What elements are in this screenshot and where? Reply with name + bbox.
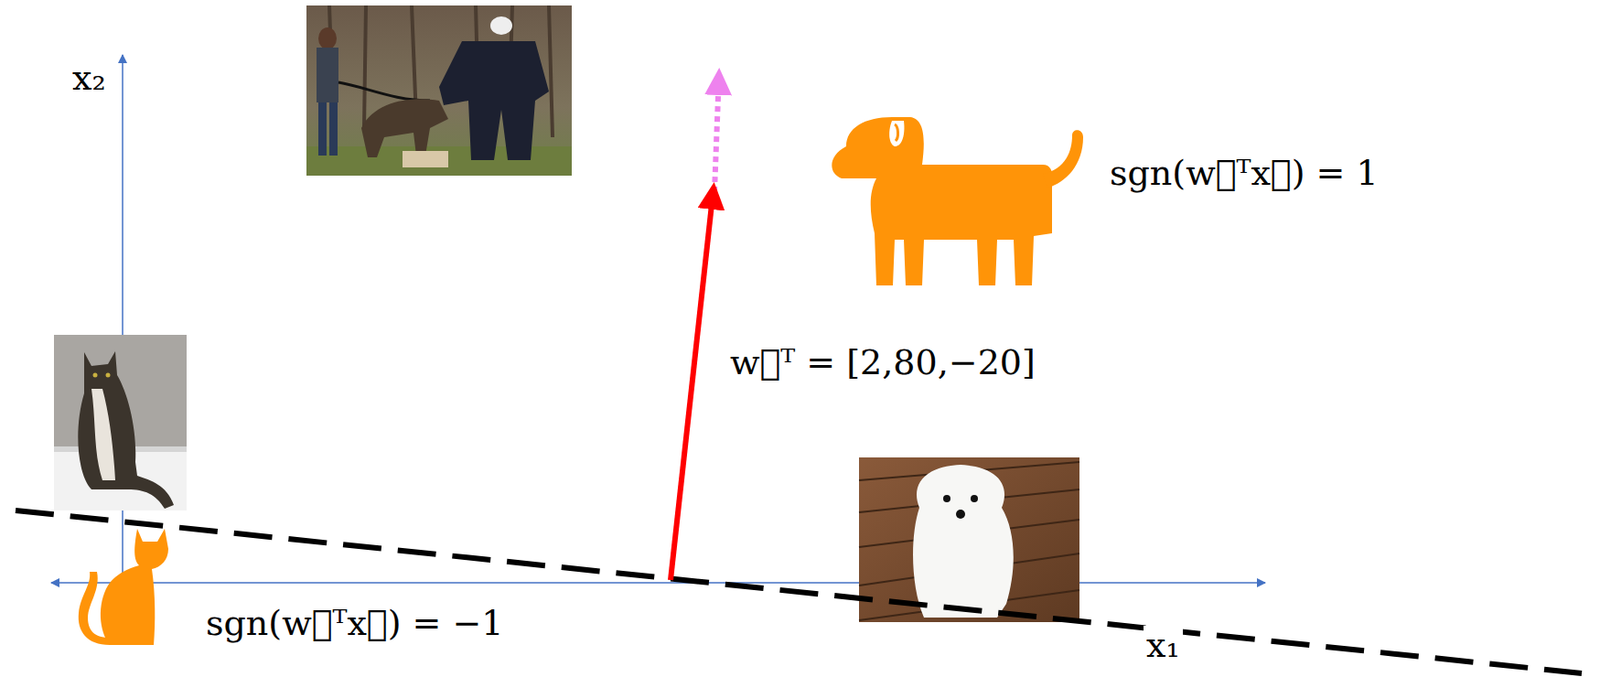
cat-icon (78, 528, 169, 645)
updated-weight-arrow (714, 73, 720, 193)
attack-dog-photo (306, 5, 572, 176)
weight-arrow (670, 187, 714, 580)
formula-label: w⃗ᵀ = [2,80,−20] (727, 343, 1039, 384)
axis-label: x₁ (1143, 625, 1183, 666)
axis-label: x₂ (69, 58, 109, 99)
maltese-photo (859, 457, 1080, 623)
dog-icon (831, 117, 1084, 286)
formula-label: sgn(w⃗ᵀx⃗) = −1 (203, 603, 507, 645)
cat-photo (53, 334, 187, 511)
decision-boundary (15, 510, 1582, 674)
formula-label: sgn(w⃗ᵀx⃗) = 1 (1106, 153, 1382, 194)
